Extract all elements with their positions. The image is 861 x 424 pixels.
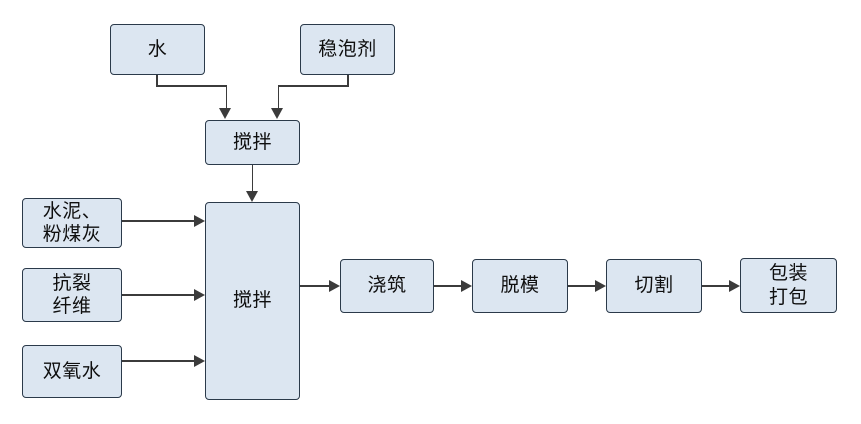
node-peroxide[interactable]: 双氧水 bbox=[22, 345, 122, 398]
arrowhead-mix2-to-pouring bbox=[329, 280, 340, 292]
edge-foam-to-mix1-segment-left bbox=[278, 85, 349, 87]
arrowhead-cutting-to-packaging bbox=[729, 280, 740, 292]
arrowhead-peroxide-to-mix2 bbox=[194, 355, 205, 367]
edge-cutting-to-packaging bbox=[702, 285, 731, 287]
edge-mix1-to-mix2 bbox=[251, 165, 254, 192]
edge-mix2-to-pouring bbox=[300, 285, 331, 287]
edge-cement-to-mix2 bbox=[122, 220, 195, 222]
node-packaging[interactable]: 包装 打包 bbox=[740, 258, 837, 313]
edge-pouring-to-demolding bbox=[434, 285, 463, 287]
edge-fiber-to-mix2 bbox=[122, 294, 195, 296]
edge-peroxide-to-mix2 bbox=[122, 360, 195, 362]
edge-water-to-mix1-segment-drop bbox=[225, 85, 228, 109]
arrowhead-water-to-mix1 bbox=[219, 108, 231, 119]
edge-foam-to-mix1-segment-drop bbox=[277, 85, 280, 109]
node-pouring[interactable]: 浇筑 bbox=[340, 259, 434, 313]
node-foam-agent[interactable]: 稳泡剂 bbox=[300, 24, 395, 75]
node-fiber[interactable]: 抗裂 纤维 bbox=[22, 268, 122, 322]
arrowhead-pouring-to-demolding bbox=[461, 280, 472, 292]
node-demolding[interactable]: 脱模 bbox=[472, 259, 568, 313]
node-water[interactable]: 水 bbox=[110, 24, 205, 75]
arrowhead-fiber-to-mix2 bbox=[194, 289, 205, 301]
arrowhead-demolding-to-cutting bbox=[595, 280, 606, 292]
node-cutting[interactable]: 切割 bbox=[606, 259, 702, 313]
edge-demolding-to-cutting bbox=[568, 285, 597, 287]
arrowhead-foam-to-mix1 bbox=[271, 108, 283, 119]
edge-water-to-mix1-segment-right bbox=[156, 85, 227, 87]
arrowhead-cement-to-mix2 bbox=[194, 215, 205, 227]
node-mix-2[interactable]: 搅拌 bbox=[205, 202, 300, 400]
edge-foam-to-mix1-segment-down bbox=[347, 75, 349, 87]
node-cement-ash[interactable]: 水泥、 粉煤灰 bbox=[22, 198, 122, 248]
node-mix-1[interactable]: 搅拌 bbox=[205, 120, 300, 165]
edge-water-to-mix1-segment-down bbox=[156, 75, 158, 87]
arrowhead-mix1-to-mix2 bbox=[246, 191, 258, 202]
